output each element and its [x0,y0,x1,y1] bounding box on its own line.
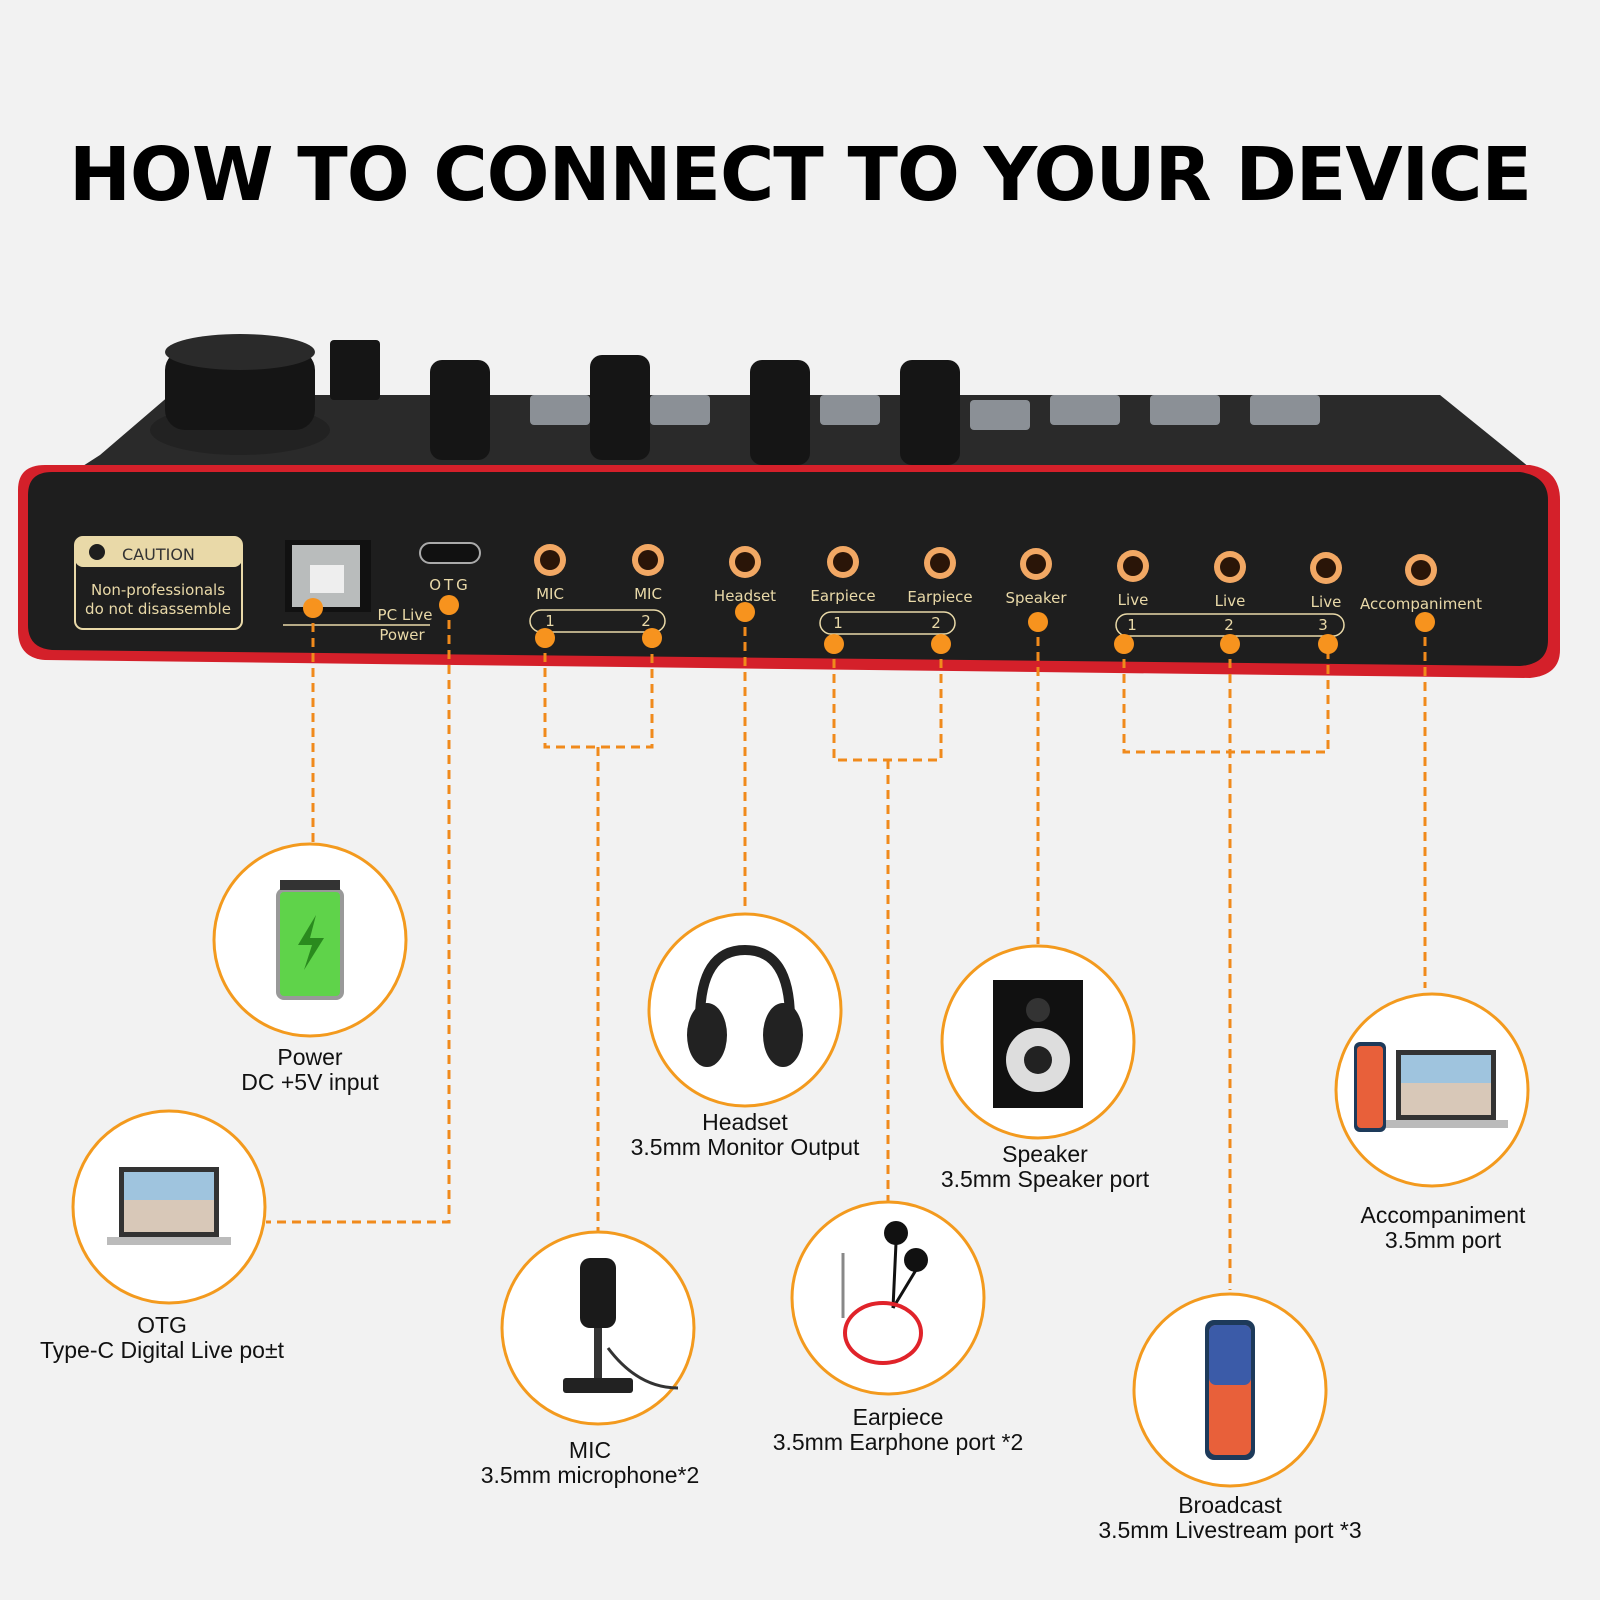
jack-hole [638,550,658,570]
caution-text: do not disassemble [85,600,231,618]
connection-point [824,634,844,654]
earphones-icon [841,1221,928,1365]
microphone-icon [563,1258,679,1393]
knobs [150,334,960,465]
jack-hole [1411,560,1431,580]
usb-b-port: PC Live Power [283,540,432,644]
port-label: Speaker [1005,589,1067,607]
connection-point [439,595,459,615]
connection-point [1220,634,1240,654]
connection-circle [647,912,843,1108]
port-label: MIC [634,585,662,603]
phone-laptop-icon [1354,1042,1508,1132]
connection-detail: 3.5mm port [1385,1227,1502,1253]
connection-name: Accompaniment [1361,1202,1527,1228]
connection-point [1318,634,1338,654]
jack-hole [1220,557,1240,577]
connection-point [1114,634,1134,654]
device-pads [530,395,1320,430]
connection-detail: 3.5mm Monitor Output [631,1134,860,1160]
jack-hole [1316,558,1336,578]
connection-point [1028,612,1048,632]
port-label: MIC [536,585,564,603]
usb-c-port: OTG [419,542,481,594]
group-number: 1 [545,612,555,630]
caution-label: CAUTION Non-professionals do not disasse… [74,536,243,630]
connection-detail: 3.5mm microphone*2 [481,1462,700,1488]
warning-icon [89,544,105,560]
jack-hole [1026,554,1046,574]
group-number: 1 [1127,616,1137,634]
group-number: 3 [1318,616,1328,634]
group-number: 2 [641,612,651,630]
port-label: Live [1215,592,1246,610]
port-label: Earpiece [907,588,972,606]
audio-mixer-device: CAUTION Non-professionals do not disasse… [18,334,1560,678]
connection-point [931,634,951,654]
connection-point [735,602,755,622]
connection-point [303,598,323,618]
connection-name: Broadcast [1178,1492,1282,1518]
jack-hole [735,552,755,572]
jack-hole [540,550,560,570]
jack-hole [1123,556,1143,576]
jack-hole [930,553,950,573]
jack-hole [833,552,853,572]
laptop-icon [107,1167,231,1245]
connection-name: OTG [137,1312,187,1338]
speaker-icon [993,980,1083,1108]
connection-detail: 3.5mm Livestream port *3 [1098,1517,1361,1543]
battery-icon [276,880,344,1000]
group-number: 1 [833,614,843,632]
otg-label: OTG [429,576,471,594]
port-label: Headset [714,587,776,605]
connection-name: MIC [569,1437,611,1463]
port-label: Earpiece [810,587,875,605]
connection-name: Speaker [1002,1141,1088,1167]
port-label: Live [1311,593,1342,611]
port-label: Accompaniment [1360,595,1482,613]
caution-text: Non-professionals [91,581,225,599]
headphones-icon [687,944,803,1067]
smartphone-icon [1205,1320,1255,1460]
connection-name: Headset [702,1109,788,1135]
usb-label: Power [379,626,425,644]
connection-name: Earpiece [853,1404,944,1430]
connection-detail: Type-C Digital Live po±t [40,1337,285,1363]
connection-point [642,628,662,648]
connection-name: Power [277,1044,343,1070]
port-label: Live [1118,591,1149,609]
connection-detail: 3.5mm Earphone port *2 [773,1429,1024,1455]
caution-title: CAUTION [122,545,195,564]
group-number: 2 [1224,616,1234,634]
connection-point [1415,612,1435,632]
connection-detail: DC +5V input [241,1069,379,1095]
connector-lines [266,605,1427,1290]
connection-point [535,628,555,648]
connection-circle [790,1200,986,1396]
group-number: 2 [931,614,941,632]
connection-detail: 3.5mm Speaker port [941,1166,1150,1192]
usb-label: PC Live [378,606,433,624]
page-title: HOW TO CONNECT TO YOUR DEVICE [69,132,1531,218]
